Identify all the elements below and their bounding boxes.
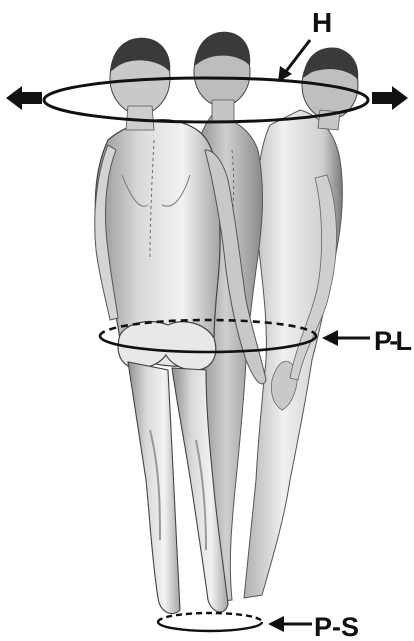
head-left: [110, 38, 170, 130]
label-p-l: P-L: [374, 326, 412, 356]
feet-level-ring: [158, 613, 312, 632]
arrow-left-icon: [6, 86, 42, 110]
arrow-right-icon: [372, 86, 408, 110]
label-h: H: [312, 7, 332, 38]
label-p-s: P-S: [314, 612, 359, 641]
